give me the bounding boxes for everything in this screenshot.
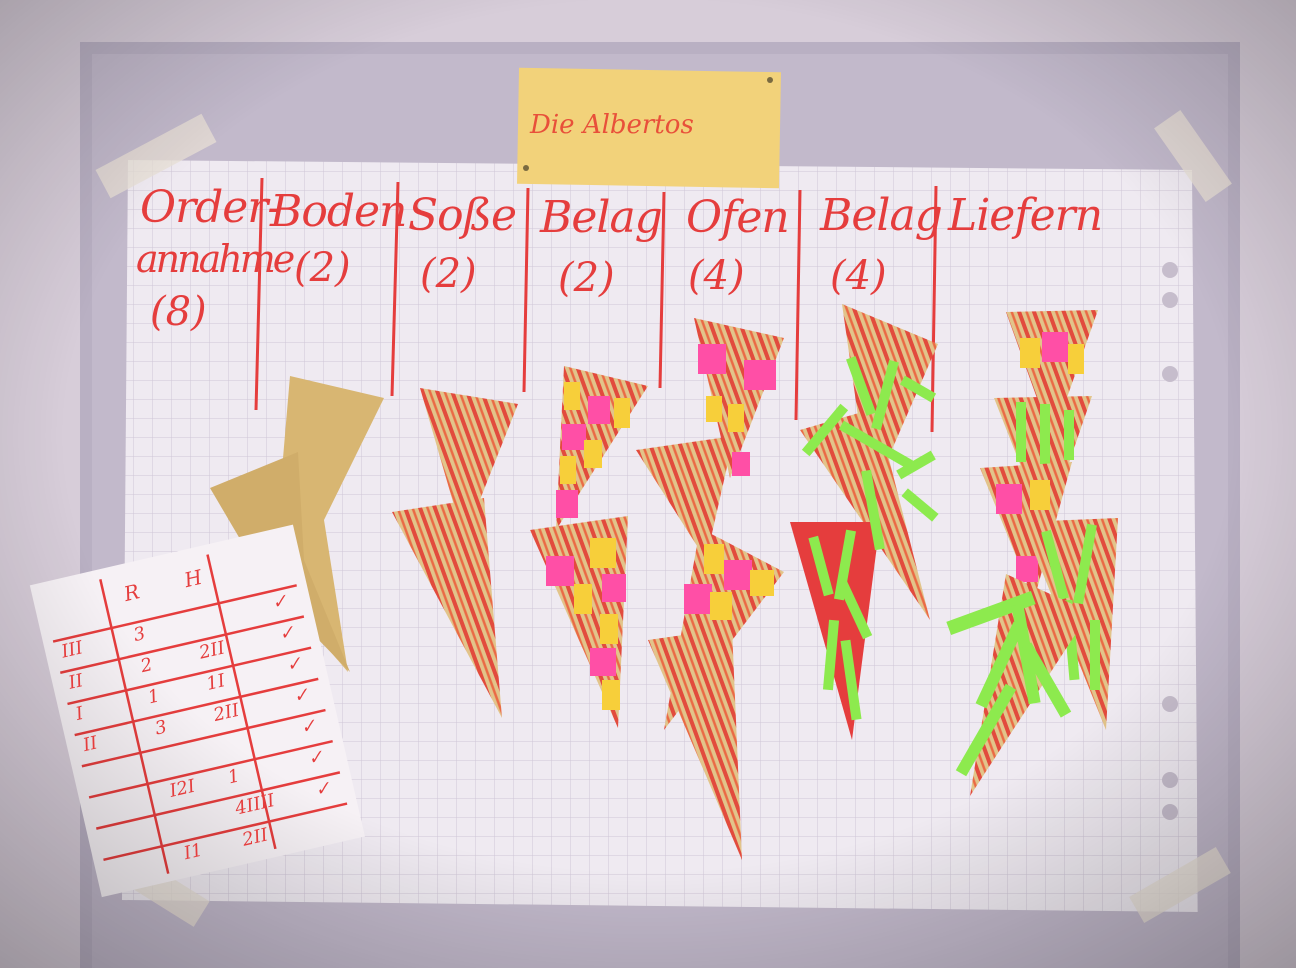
column-title-belag-2: Belag xyxy=(820,190,943,241)
column-count-ofen: (4) xyxy=(688,253,745,299)
column-title-ofen: Ofen xyxy=(686,192,790,243)
column-count-belag-2: (4) xyxy=(830,253,887,299)
column-title-sosse: Soße xyxy=(408,190,517,241)
column-count-order: (8) xyxy=(150,289,207,335)
column-count-belag: (2) xyxy=(558,255,615,301)
column-count-boden: (2) xyxy=(294,245,351,291)
column-title-order: Order- xyxy=(140,182,282,233)
column-count-sosse: (2) xyxy=(420,251,477,297)
column-title-belag: Belag xyxy=(540,192,663,243)
column-title-liefern: Liefern xyxy=(948,190,1103,241)
column-title-order-line2: annahme xyxy=(136,237,295,281)
column-title-boden: Boden xyxy=(270,186,407,237)
sign-text: Die Albertos xyxy=(530,110,694,140)
